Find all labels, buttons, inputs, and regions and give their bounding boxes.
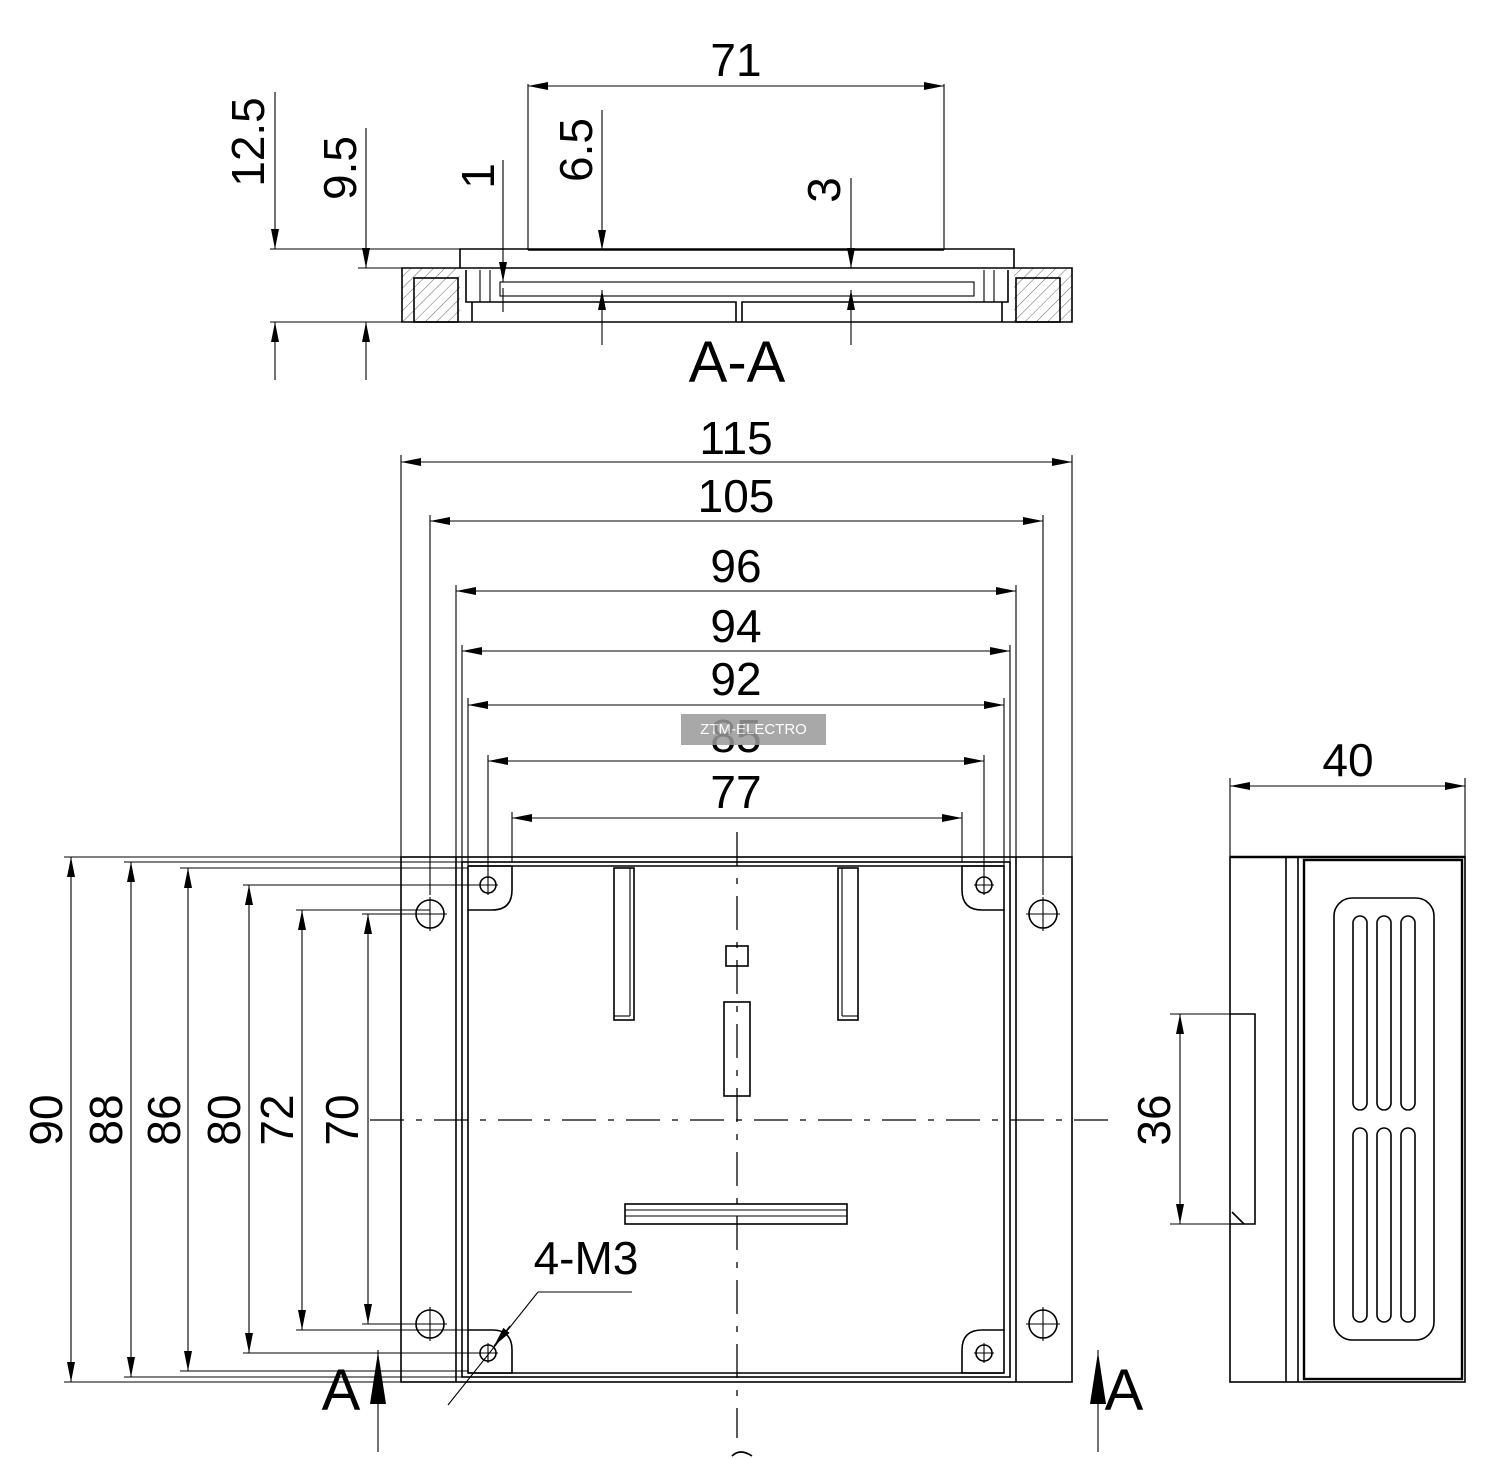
dim-height-86: 86 [138, 1094, 190, 1145]
dim-section-width: 71 [710, 34, 761, 86]
dim-height-88: 88 [80, 1094, 132, 1145]
dim-width-92: 92 [710, 653, 761, 705]
dim-width-115: 115 [699, 412, 772, 464]
dim-section-recess: 6.5 [550, 118, 602, 182]
section-view: 71 12.5 9.5 1 6.5 3 A-A [222, 34, 1073, 395]
dim-height-80: 80 [198, 1094, 250, 1145]
dim-height-70: 70 [316, 1094, 368, 1145]
dim-width-77: 77 [710, 766, 761, 818]
section-arrow-right [1090, 1352, 1106, 1404]
dim-width-94: 94 [710, 600, 761, 652]
top-view: 115 105 96 94 92 85 77 [20, 412, 1144, 1457]
side-view: 40 36 [1128, 734, 1466, 1383]
section-arrow-left [370, 1352, 386, 1404]
dim-height-72: 72 [251, 1094, 303, 1145]
section-marker-left: A [322, 1358, 361, 1423]
watermark: ZTM-ELECTRO [681, 714, 826, 745]
dim-width-96: 96 [710, 540, 761, 592]
dim-section-total-height: 12.5 [222, 97, 274, 187]
dim-rail: 36 [1128, 1094, 1180, 1145]
dim-height-90: 90 [20, 1094, 72, 1145]
dim-width-105: 105 [698, 470, 775, 522]
dim-section-body-height: 9.5 [314, 136, 366, 200]
dim-section-lip: 1 [452, 163, 504, 189]
dim-section-floor: 3 [798, 177, 850, 203]
thread-note: 4-M3 [534, 1232, 639, 1284]
section-marker-right: A [1105, 1358, 1144, 1423]
section-label: A-A [689, 330, 786, 395]
dim-depth: 40 [1322, 734, 1373, 786]
